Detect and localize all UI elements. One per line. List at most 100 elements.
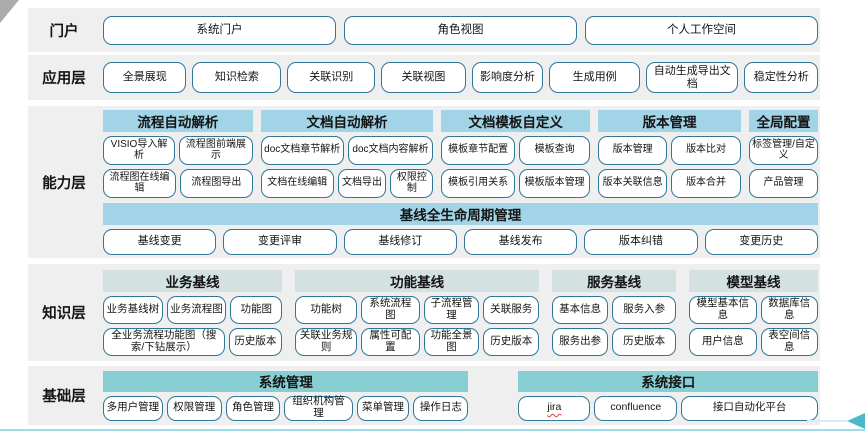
group-box-row: 标签管理/自定义 [749,135,818,165]
layer-row-application: 应用层 全景展现知识检索关联识别关联视图影响度分析生成用例自动生成导出文档稳定性… [28,55,820,100]
diagram-box: 系统流程图 [361,295,420,324]
group-box-row: 多用户管理权限管理角色管理组织机构管理菜单管理操作日志 [103,395,469,421]
diagram-box: 版本纠错 [584,228,698,255]
left-arrow-icon [847,413,865,429]
group-header: 模型基线 [689,269,818,292]
diagram-box: 知识检索 [192,62,282,93]
diagram-box: 功能图 [230,295,283,324]
diagram-group: 业务基线业务基线树业务流程图功能图全业务流程功能图（搜索/下钻展示）历史版本 [103,269,283,356]
group-box-row: 业务基线树业务流程图功能图 [103,295,283,324]
diagram-box: 子流程管理 [423,295,480,324]
group-box-row: 功能树系统流程图子流程管理关联服务 [295,295,540,324]
diagram-box: 版本比对 [671,135,742,165]
layer-row-foundation: 基础层 系统管理多用户管理权限管理角色管理组织机构管理菜单管理操作日志 系统接口 j… [28,366,820,425]
diagram-box: 关联业务规则 [295,327,358,356]
group-box-row: 模板引用关系模板版本管理 [441,168,591,198]
diagram-box: 多用户管理 [103,395,163,421]
diagram-box: 角色视图 [344,15,577,45]
knowledge-content: 业务基线业务基线树业务流程图功能图全业务流程功能图（搜索/下钻展示）历史版本功能… [100,264,820,361]
diagram-group: 版本管理版本管理版本比对版本关联信息版本合并 [598,109,742,198]
corner-fold-icon [0,0,19,23]
diagram-box: 服务入参 [612,295,677,324]
baseline-banner: 基线全生命周期管理 [103,202,818,225]
diagram-box: confluence [594,395,678,421]
diagram-box: 菜单管理 [356,395,410,421]
diagram-group: 模型基线模型基本信息数据库信息用户信息表空间信息 [689,269,818,356]
portal-content: 系统门户角色视图个人工作空间 [100,8,820,52]
diagram-box: 全业务流程功能图（搜索/下钻展示） [103,327,225,356]
diagram-box: 历史版本 [483,327,540,356]
diagram-box: 模板版本管理 [519,168,591,198]
diagram-group: 系统管理多用户管理权限管理角色管理组织机构管理菜单管理操作日志 [103,370,469,421]
group-header: 功能基线 [295,269,540,292]
diagram-box: 权限管理 [166,395,222,421]
diagram-box: 角色管理 [225,395,281,421]
diagram-box: 流程图在线编辑 [103,168,176,198]
group-box-row: 版本关联信息版本合并 [598,168,742,198]
diagram-box: 影响度分析 [471,62,544,93]
diagram-box: 业务基线树 [103,295,163,324]
application-content: 全景展现知识检索关联识别关联视图影响度分析生成用例自动生成导出文档稳定性分析 [100,55,820,100]
group-header: 文档自动解析 [260,109,434,132]
diagram-box: 接口自动化平台 [681,395,819,421]
group-box-row: 服务出参历史版本 [552,327,677,356]
diagram-box: 属性可配置 [361,327,420,356]
group-box-row: 模型基本信息数据库信息 [689,295,818,324]
diagram-box: 自动生成导出文档 [646,62,739,93]
group-box-row: 版本管理版本比对 [598,135,742,165]
layer-label-foundation: 基础层 [42,389,86,405]
diagram-box: VISIO导入解析 [103,135,175,165]
application-box-row: 全景展现知识检索关联识别关联视图影响度分析生成用例自动生成导出文档稳定性分析 [103,62,818,93]
group-header: 版本管理 [598,109,742,132]
diagram-group: 服务基线基本信息服务入参服务出参历史版本 [552,269,677,356]
diagram-box: 流程图导出 [179,168,253,198]
layer-label-application: 应用层 [42,71,86,87]
diagram-box: 历史版本 [228,327,283,356]
diagram-box: 服务出参 [552,327,609,356]
diagram-box: 基线修订 [343,228,457,255]
group-header: 文档模板自定义 [441,109,591,132]
diagram-box: 稳定性分析 [744,62,818,93]
group-box-row: 模板章节配置模板查询 [441,135,591,165]
diagram-box: 关联识别 [287,62,376,93]
diagram-box: 产品管理 [749,168,818,198]
diagram-box: 用户信息 [689,327,757,356]
group-box-row: 用户信息表空间信息 [689,327,818,356]
group-header: 系统管理 [103,370,469,392]
group-box-row: 全业务流程功能图（搜索/下钻展示）历史版本 [103,327,283,356]
diagram-box: 版本关联信息 [598,168,668,198]
diagram-box: 变更评审 [223,228,337,255]
misspelled-text: jira [547,401,562,414]
diagram-box: 业务流程图 [166,295,227,324]
diagram-box: 模板引用关系 [441,168,516,198]
diagram-group: 功能基线功能树系统流程图子流程管理关联服务关联业务规则属性可配置功能全景图历史版… [295,269,540,356]
diagram-box: 操作日志 [413,395,469,421]
group-header: 服务基线 [552,269,677,292]
diagram-box: 关联服务 [483,295,540,324]
diagram-box: 组织机构管理 [284,395,353,421]
diagram-box: 变更历史 [704,228,818,255]
layer-label-portal: 门户 [49,23,79,40]
layer-label-knowledge: 知识层 [42,306,86,322]
diagram-box: 数据库信息 [760,295,818,324]
group-box-row: 文档在线编辑文档导出权限控制 [260,168,434,198]
layer-row-knowledge: 知识层 业务基线业务基线树业务流程图功能图全业务流程功能图（搜索/下钻展示）历史… [28,264,820,361]
diagram-box: 模板查询 [519,135,591,165]
foundation-content: 系统管理多用户管理权限管理角色管理组织机构管理菜单管理操作日志 系统接口 jira c… [100,366,820,425]
diagram-box: 系统门户 [103,15,336,45]
diagram-box: 文档导出 [337,168,387,198]
group-box-row: VISIO导入解析流程图前端展示 [103,135,253,165]
diagram-box: 个人工作空间 [585,15,818,45]
group-header: 系统接口 [518,370,818,392]
diagram-box: 文档在线编辑 [260,168,334,198]
diagram-box: 历史版本 [612,327,677,356]
diagram-group: 文档模板自定义模板章节配置模板查询模板引用关系模板版本管理 [441,109,591,198]
foundation-groups: 系统管理多用户管理权限管理角色管理组织机构管理菜单管理操作日志 系统接口 jira c… [103,370,819,421]
diagram-group: 全局配置标签管理/自定义产品管理 [749,109,818,198]
group-box-row: 产品管理 [749,168,818,198]
diagram-box: 流程图前端展示 [179,135,253,165]
